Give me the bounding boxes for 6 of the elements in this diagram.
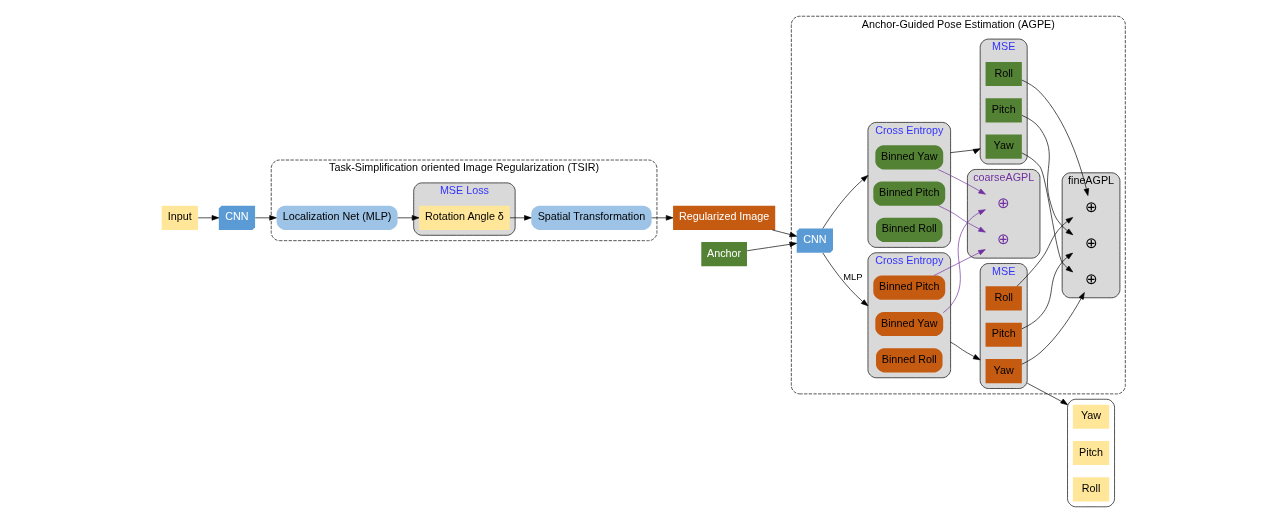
node-text: ⊕ [997, 195, 1011, 212]
node-text: ⊕ [997, 231, 1011, 248]
edge-label: MLP [843, 270, 863, 282]
node-text: ⊕ [1084, 198, 1098, 215]
node-text: ⊕ [1084, 271, 1098, 288]
node-text: ⊕ [1084, 234, 1098, 251]
